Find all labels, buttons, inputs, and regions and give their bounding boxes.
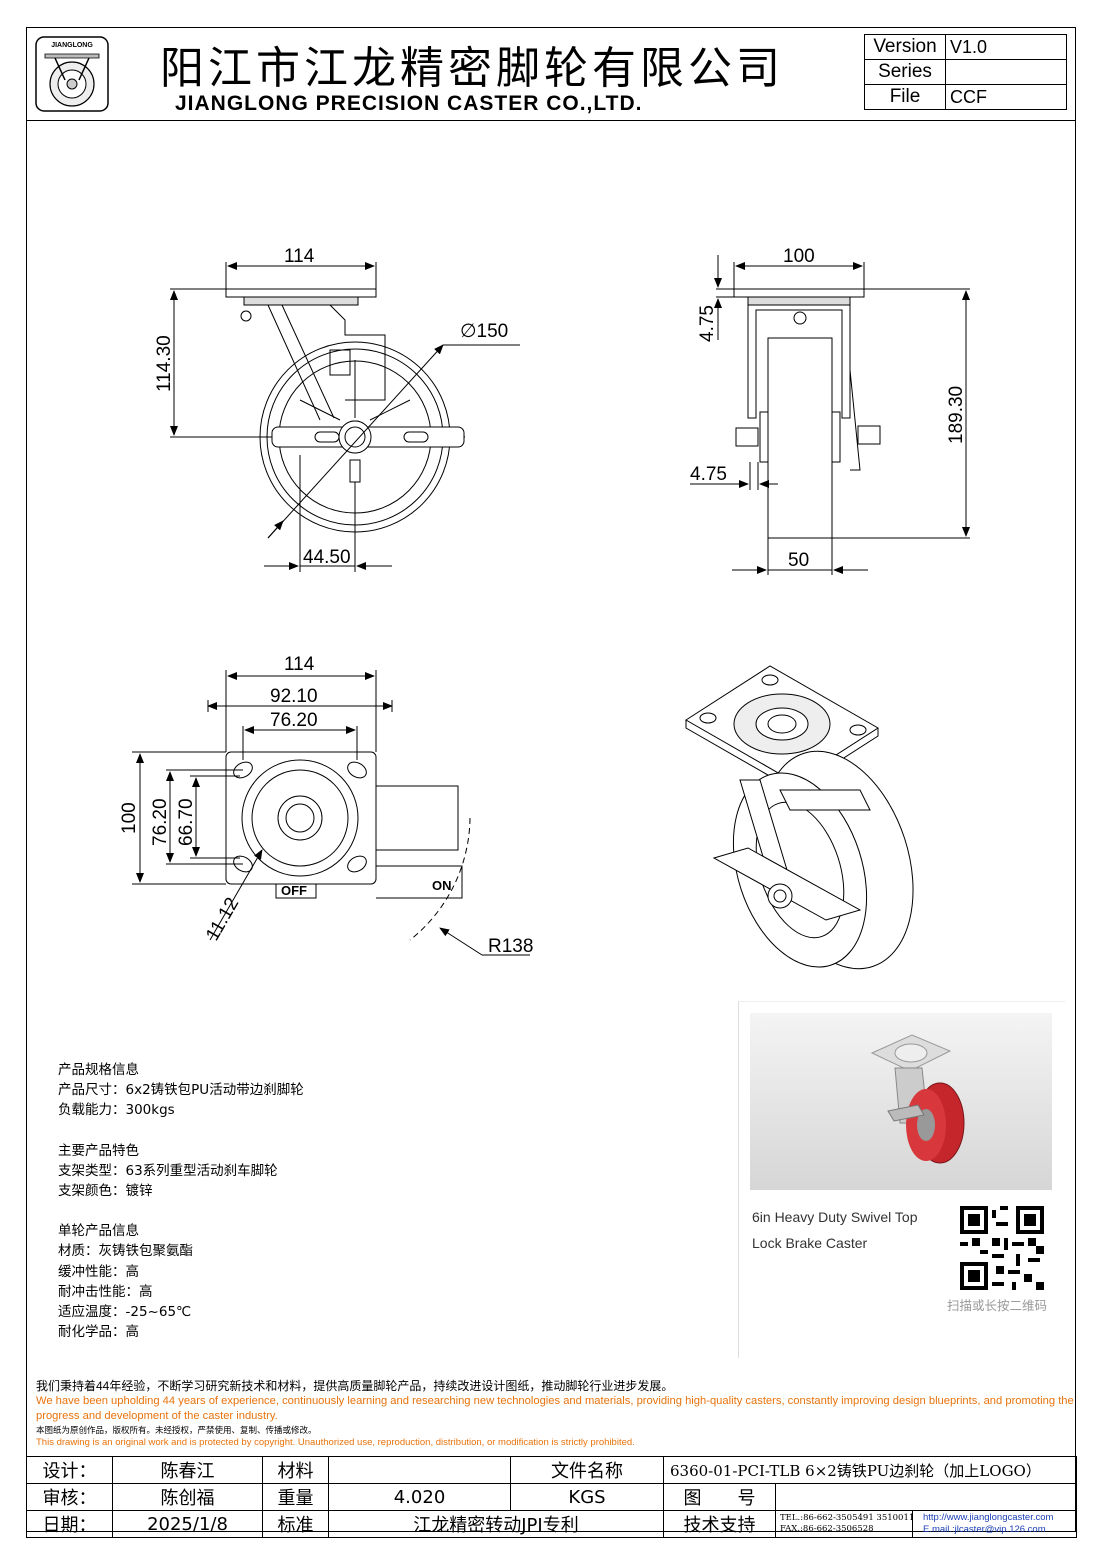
- spec-title: 主要产品特色: [58, 1142, 139, 1159]
- spec-title: 单轮产品信息: [58, 1223, 139, 1240]
- dim-plan-hole-v2: 66.70: [176, 798, 197, 846]
- title-block: 设计： 陈春江 材料 文件名称 6360-01-PCI-TLB 6×2铸铁PU边…: [26, 1456, 1077, 1538]
- front-dims: [690, 255, 970, 575]
- fax-text: FAX.:86-662-3506528: [780, 1524, 874, 1534]
- material-label: 材料: [262, 1456, 329, 1484]
- mission-block: 我们秉持着44年经验，不断学习研究新技术和材料，提供高质量脚轮产品，持续改进设计…: [36, 1378, 1076, 1449]
- meta-label: File: [864, 84, 946, 110]
- side-dims: [170, 262, 520, 572]
- copyright-en: This drawing is an original work and is …: [36, 1437, 635, 1448]
- filename-value: 6360-01-PCI-TLB 6×2铸铁PU边刹轮（加上LOGO）: [663, 1456, 1077, 1484]
- dim-front-hub-thk: 4.75: [690, 464, 727, 485]
- spec-line: 负载能力：300kgs: [58, 1102, 175, 1119]
- dim-side-diameter: ∅150: [460, 321, 508, 342]
- spec-line: 产品尺寸：6x2铸铁包PU活动带边刹脚轮: [58, 1082, 304, 1099]
- spec-block: 产品规格信息 产品尺寸：6x2铸铁包PU活动带边刹脚轮 负载能力：300kgs …: [58, 1060, 304, 1342]
- dim-plan-hole-inner: 76.20: [270, 710, 318, 731]
- technical-drawings: 114 114.30 ∅150 44.50 100 4.75 189.30 4.…: [119, 246, 970, 970]
- material-value: [328, 1456, 511, 1484]
- plan-view: [225, 751, 471, 941]
- weight-label: 重量: [262, 1483, 329, 1511]
- brake-off-label: OFF: [281, 883, 307, 898]
- dim-plan-hole-v1: 76.20: [150, 798, 171, 846]
- company-name-en: JIANGLONG PRECISION CASTER CO.,LTD.: [175, 92, 643, 115]
- standard-label: 标准: [262, 1510, 329, 1538]
- filename-label: 文件名称: [510, 1456, 664, 1484]
- header-divider: [26, 120, 1076, 121]
- spec-title: 产品规格信息: [58, 1062, 139, 1078]
- product-card: [738, 1001, 1065, 1358]
- caption-line: Lock Brake Caster: [752, 1235, 868, 1251]
- spec-line: 支架颜色：镀锌: [58, 1183, 153, 1200]
- spec-line: 适应温度：-25~65℃: [58, 1304, 192, 1321]
- design-label: 设计：: [26, 1456, 113, 1484]
- dim-side-offset: 44.50: [303, 547, 351, 568]
- meta-value: CCF: [945, 84, 1067, 110]
- website-link[interactable]: http://www.jianglongcaster.com: [923, 1512, 1054, 1523]
- dim-front-height: 189.30: [946, 386, 967, 444]
- spec-line: 支架类型：63系列重型活动刹车脚轮: [58, 1162, 278, 1179]
- date-label: 日期：: [26, 1510, 113, 1538]
- drawing-no-label: 图 号: [663, 1483, 776, 1511]
- dim-front-plate-thk: 4.75: [697, 305, 718, 342]
- spec-line: 材质：灰铸铁包聚氨酯: [58, 1243, 193, 1260]
- company-logo: JIANGLONG: [35, 36, 109, 112]
- spec-line: 耐冲击性能：高: [58, 1283, 153, 1300]
- dim-side-width: 114: [284, 246, 315, 267]
- logo-text: JIANGLONG: [51, 42, 93, 49]
- meta-label: Series: [864, 59, 946, 85]
- qr-caption: 扫描或长按二维码: [947, 1298, 1048, 1313]
- company-name-cn: 阳江市江龙精密脚轮有限公司: [160, 43, 784, 94]
- dim-plan-radius: R138: [488, 936, 533, 957]
- mission-cn: 我们秉持着44年经验，不断学习研究新技术和材料，提供高质量脚轮产品，持续改进设计…: [36, 1379, 674, 1393]
- drawing-no-value: [775, 1483, 1077, 1511]
- dim-plan-hole-outer: 92.10: [270, 686, 318, 707]
- caption-line: 6in Heavy Duty Swivel Top: [752, 1209, 918, 1225]
- review-value: 陈创福: [112, 1483, 263, 1511]
- weight-value: 4.020: [328, 1483, 511, 1511]
- weight-unit: KGS: [510, 1483, 664, 1511]
- design-value: 陈春江: [112, 1456, 263, 1484]
- side-view: [225, 288, 465, 533]
- support-label: 技术支持: [663, 1510, 776, 1538]
- dim-front-width: 100: [783, 246, 815, 267]
- dim-front-wheel-width: 50: [788, 550, 809, 571]
- dim-plan-slot: 11.12: [202, 894, 243, 944]
- meta-value: [945, 59, 1067, 85]
- meta-value: V1.0: [945, 34, 1067, 60]
- copyright-cn: 本图纸为原创作品，版权所有。未经授权，严禁使用、复制、传播或修改。: [36, 1425, 317, 1435]
- product-photo: [750, 1013, 1052, 1190]
- front-view: [733, 288, 881, 539]
- spec-line: 耐化学品：高: [58, 1324, 139, 1341]
- spec-line: 缓冲性能：高: [58, 1263, 139, 1280]
- product-caption: 6in Heavy Duty Swivel Top Lock Brake Cas…: [752, 1204, 917, 1256]
- contact-phone: TEL.:86-662-3505491 3510011 FAX.:86-662-…: [775, 1510, 913, 1538]
- meta-label: Version: [864, 34, 946, 60]
- dim-plan-width: 114: [284, 654, 315, 675]
- tel-text: TEL.:86-662-3505491 3510011: [780, 1513, 913, 1523]
- dim-side-height: 114.30: [154, 335, 175, 392]
- isometric-view: [685, 665, 914, 970]
- review-label: 审核：: [26, 1483, 113, 1511]
- plan-dims: [132, 670, 530, 956]
- standard-value: 江龙精密转动JPI专利: [328, 1510, 664, 1538]
- date-value: 2025/1/8: [112, 1510, 263, 1538]
- mission-en: We have been upholding 44 years of exper…: [36, 1395, 1074, 1422]
- contact-web[interactable]: http://www.jianglongcaster.com E.mail.:j…: [912, 1510, 1077, 1538]
- dim-plan-height: 100: [119, 802, 140, 834]
- qr-code[interactable]: [960, 1206, 1044, 1290]
- email-link[interactable]: E.mail.:jlcaster@vip.126.com: [923, 1524, 1046, 1535]
- brake-on-label: ON: [432, 878, 452, 893]
